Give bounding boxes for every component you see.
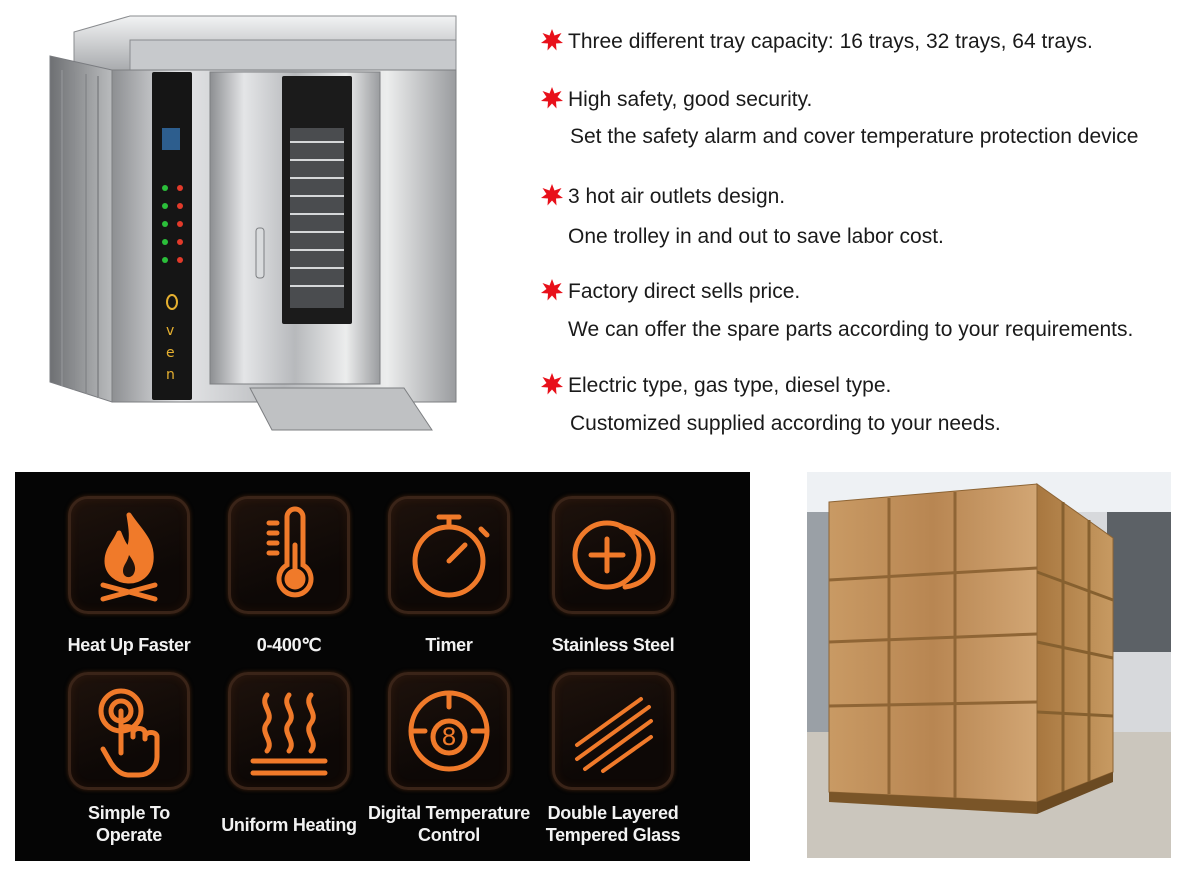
steel-coin-icon	[572, 520, 656, 590]
star-bullet-icon	[541, 29, 563, 51]
svg-text:e: e	[166, 345, 175, 361]
feature-title: Factory direct sells price.	[568, 280, 801, 303]
star-bullet-icon	[541, 279, 563, 301]
feature-label: 0-400℃	[256, 635, 322, 655]
svg-text:n: n	[166, 367, 175, 383]
feature-item: Factory direct sells price.	[540, 278, 800, 305]
feature-title: High safety, good security.	[568, 88, 813, 111]
feature-icon-panel: Heat Up Faster 0-400℃ Timer Stainless St…	[15, 472, 750, 861]
star-bullet-icon	[541, 184, 563, 206]
feature-title: Three different tray capacity: 16 trays,…	[568, 30, 1093, 53]
svg-text:v: v	[166, 323, 174, 339]
feature-detail: We can offer the spare parts according t…	[568, 318, 1134, 341]
feature-label: Timer	[425, 635, 473, 655]
feature-tile	[552, 672, 674, 790]
feature-tile	[552, 496, 674, 614]
glass-pane-icon	[575, 697, 653, 773]
feature-tile: 8	[388, 672, 510, 790]
feature-label: Stainless Steel	[551, 635, 675, 655]
digital-dial-icon: 8	[408, 690, 490, 772]
thermometer-icon	[266, 506, 314, 598]
feature-title: Electric type, gas type, diesel type.	[568, 374, 892, 397]
feature-item: 3 hot air outlets design.	[540, 183, 785, 210]
feature-tile	[68, 496, 190, 614]
feature-tile	[68, 672, 190, 790]
feature-item: High safety, good security.	[540, 86, 812, 113]
feature-label: Uniform Heating	[221, 815, 357, 835]
feature-tile	[228, 672, 350, 790]
feature-title: 3 hot air outlets design.	[568, 185, 786, 208]
feature-item: Three different tray capacity: 16 trays,…	[540, 28, 1093, 55]
feature-detail: Customized supplied according to your ne…	[570, 412, 1001, 435]
feature-detail: One trolley in and out to save labor cos…	[568, 225, 944, 248]
feature-tile	[228, 496, 350, 614]
touch-hand-icon	[98, 688, 160, 778]
oven-image: v e n	[49, 15, 457, 431]
svg-text:8: 8	[441, 723, 456, 751]
heat-waves-icon	[250, 692, 328, 776]
feature-detail: Set the safety alarm and cover temperatu…	[570, 125, 1139, 148]
feature-label: Heat Up Faster	[67, 635, 191, 655]
stopwatch-icon	[412, 514, 490, 598]
feature-item: Electric type, gas type, diesel type.	[540, 372, 891, 399]
wooden-crate-image	[807, 472, 1171, 858]
flame-icon	[100, 512, 158, 602]
star-bullet-icon	[541, 87, 563, 109]
feature-tile	[388, 496, 510, 614]
star-bullet-icon	[541, 373, 563, 395]
